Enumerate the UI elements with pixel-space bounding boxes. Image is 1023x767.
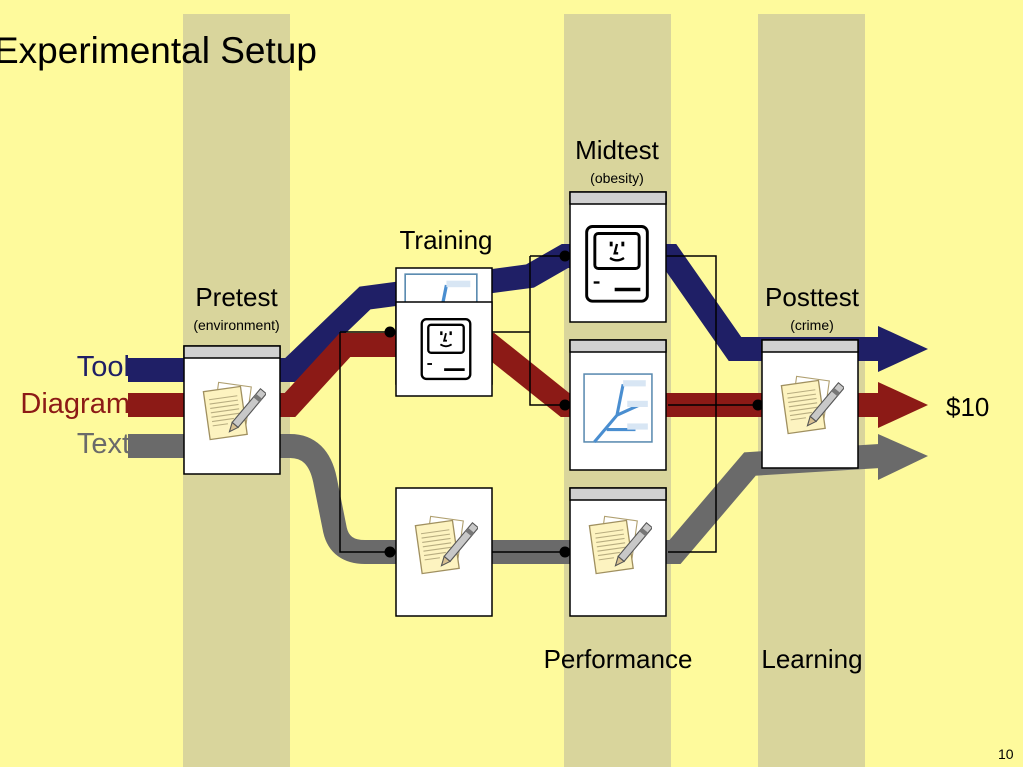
midtest-card-computer [569, 191, 667, 323]
posttest-card [761, 339, 859, 469]
midtest-sublabel: (obesity) [590, 170, 644, 186]
training-label: Training [399, 225, 493, 255]
pretest-sublabel: (environment) [193, 317, 280, 333]
diagram-arrowhead [878, 382, 928, 428]
training-card-text [395, 487, 493, 617]
lane-label-diagram: Diagram [20, 388, 130, 420]
performance-label: Performance [543, 644, 693, 674]
slide-title: Experimental Setup [0, 30, 317, 71]
mac-computer-icon [420, 317, 472, 381]
learning-label: Learning [761, 644, 863, 674]
tool-arrowhead [878, 326, 928, 372]
lane-label-text: Text [76, 428, 130, 460]
diagram-thumbnail-icon [582, 372, 654, 444]
mac-computer-icon [584, 224, 650, 304]
pretest-card [183, 345, 281, 475]
lane-label-tool: Tool [76, 351, 130, 383]
text-arrowhead [878, 434, 928, 480]
page-number: 10 [998, 746, 1014, 762]
connector-dots [384, 250, 764, 558]
midtest-label: Midtest [575, 135, 659, 165]
tool-lane-path [128, 244, 880, 382]
posttest-sublabel: (crime) [790, 317, 834, 333]
training-card-computer [395, 301, 493, 397]
midtest-card-diagram [569, 339, 667, 471]
midtest-card-text [569, 487, 667, 617]
reward-label: $10 [946, 392, 990, 422]
pretest-label: Pretest [195, 282, 278, 312]
posttest-label: Posttest [765, 282, 859, 312]
